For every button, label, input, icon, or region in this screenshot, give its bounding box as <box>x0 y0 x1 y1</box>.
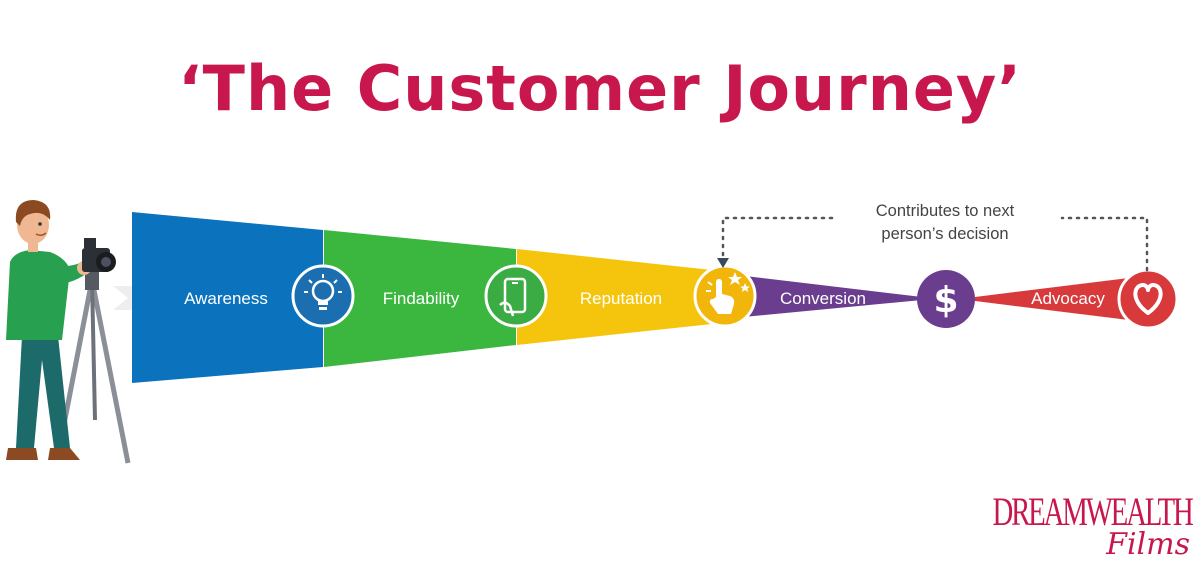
svg-text:$: $ <box>933 280 958 321</box>
segment-advocacy <box>975 276 1145 322</box>
segment-reputation <box>517 249 712 345</box>
arrow-down-icon <box>717 258 729 268</box>
page-title: ‘The Customer Journey’ <box>178 52 1022 125</box>
stage-label-reputation: Reputation <box>580 289 662 308</box>
feedback-note-line1: Contributes to next <box>876 202 1015 220</box>
feedback-connector <box>717 216 1149 272</box>
smartphone-icon <box>484 264 548 328</box>
lightbulb-icon <box>291 264 355 328</box>
segment-awareness <box>132 212 323 383</box>
feedback-note-line2: person’s decision <box>881 225 1008 243</box>
photographer-illustration <box>6 200 131 464</box>
stage-label-findability: Findability <box>383 289 460 308</box>
stage-label-conversion: Conversion <box>780 289 866 308</box>
segment-conversion <box>712 272 922 320</box>
heart-icon <box>1117 268 1179 330</box>
stage-label-advocacy: Advocacy <box>1031 289 1105 308</box>
stage-label-awareness: Awareness <box>184 289 268 308</box>
brand-logo: DREAMWEALTH Films <box>993 492 1196 572</box>
star-click-icon <box>693 264 757 328</box>
brand-subtitle: Films <box>1106 527 1190 562</box>
brand-name: DREAMWEALTH <box>992 489 1194 534</box>
dollar-icon: $ <box>917 270 975 328</box>
segment-findability <box>324 230 516 367</box>
